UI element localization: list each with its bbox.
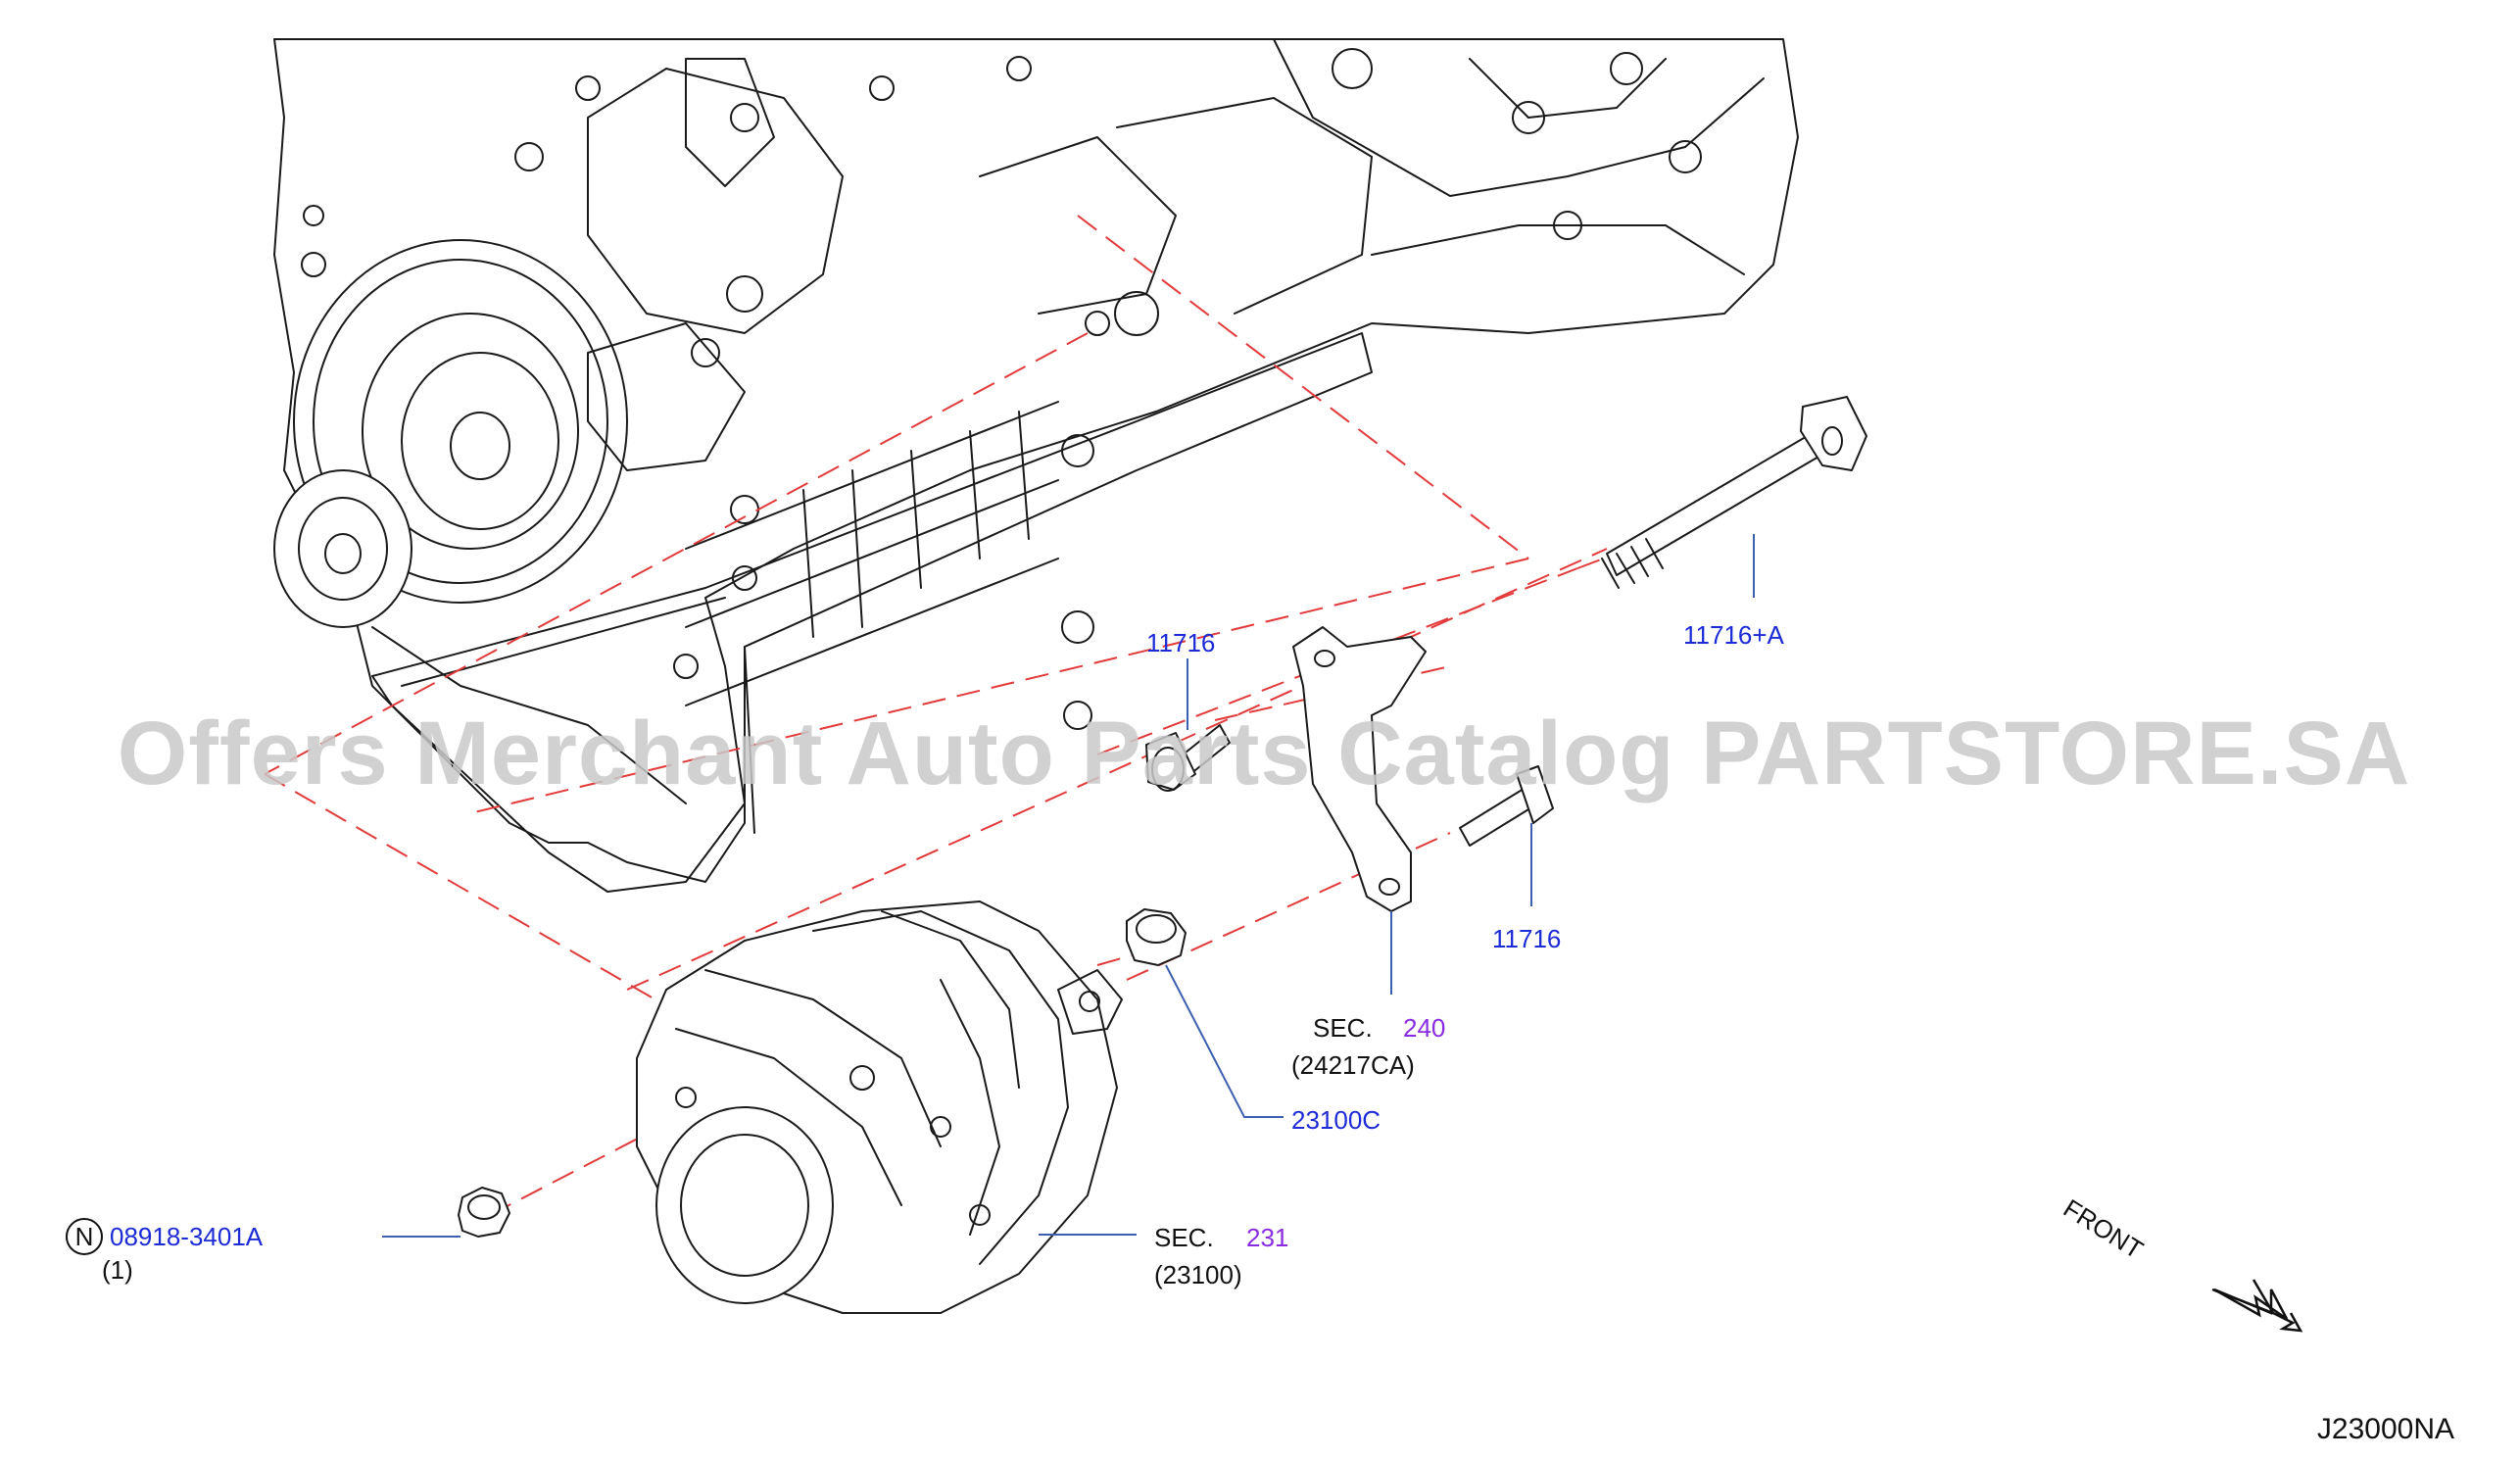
callout-08918-qty: (1) xyxy=(102,1255,133,1285)
front-indicator: FRONT xyxy=(2059,1193,2303,1333)
callout-08918-3401a[interactable]: 08918-3401A xyxy=(110,1222,264,1251)
engine-block xyxy=(273,38,1799,893)
leader-lines xyxy=(382,534,1755,1238)
drawing-id: J23000NA xyxy=(2317,1413,2454,1445)
bolt-11716-lower xyxy=(1459,765,1554,847)
callout-alt-sec-prefix: SEC. xyxy=(1154,1223,1214,1252)
alternator xyxy=(636,900,1123,1314)
n-symbol-letter: N xyxy=(75,1222,94,1251)
nut-08918-3401a xyxy=(458,1187,510,1238)
front-label: FRONT xyxy=(2059,1193,2149,1265)
callout-11716-lower[interactable]: 11716 xyxy=(1492,924,1561,953)
bolt-11716-upper xyxy=(1145,724,1231,792)
callout-23100c[interactable]: 23100C xyxy=(1291,1105,1381,1135)
callout-bracket-sec-link[interactable]: 240 xyxy=(1403,1013,1445,1043)
bracket-24217ca xyxy=(1292,626,1427,912)
long-bolt-11716-a xyxy=(1601,396,1867,589)
callout-11716-long[interactable]: 11716+A xyxy=(1683,620,1785,650)
callout-bracket-part: (24217CA) xyxy=(1291,1050,1415,1080)
callout-alt-sec-link[interactable]: 231 xyxy=(1246,1223,1288,1252)
n-symbol-circle xyxy=(66,1218,103,1255)
watermark-text: Offers Merchant Auto Parts Catalog PARTS… xyxy=(118,704,2411,803)
nut-23100c xyxy=(1126,908,1187,966)
front-arrow-icon xyxy=(2211,1279,2303,1333)
callout-11716-upper[interactable]: 11716 xyxy=(1146,628,1215,657)
callout-bracket-sec-prefix: SEC. xyxy=(1313,1013,1373,1043)
callout-alt-part: (23100) xyxy=(1154,1260,1242,1289)
